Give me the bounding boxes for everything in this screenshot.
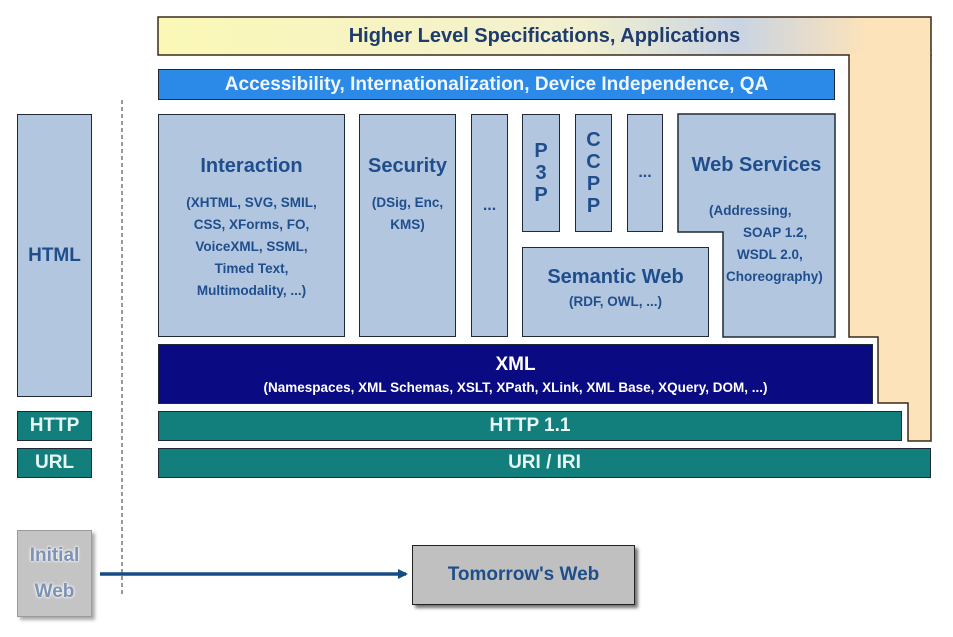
ccpp-letter: P — [586, 195, 601, 217]
uri-iri-bar: URI / IRI — [158, 448, 931, 478]
initial-web-label-line: Initial — [29, 544, 80, 566]
p3p-box: P 3 P — [522, 114, 560, 232]
ccpp-letter: C — [586, 151, 601, 173]
panel-seam — [849, 53, 931, 57]
spec-line: (DSig, Enc, — [371, 195, 444, 210]
semantic-web-specs: (RDF, OWL, ...) — [569, 293, 662, 309]
higher-level-label: Higher Level Specifications, Application… — [348, 24, 741, 47]
http11-label: HTTP 1.1 — [489, 415, 571, 436]
p3p-letter: P — [534, 140, 548, 162]
http11-bar: HTTP 1.1 — [158, 411, 902, 441]
other-specs-box-1: ... — [471, 114, 508, 337]
semantic-web-title: Semantic Web — [547, 265, 684, 288]
uri-iri-label: URI / IRI — [508, 452, 581, 473]
html-box: HTML — [17, 114, 92, 397]
spec-line: Choreography) — [726, 269, 823, 284]
security-title: Security — [368, 155, 447, 177]
spec-line: SOAP 1.2, — [743, 225, 808, 240]
web-services-specs: (Addressing, SOAP 1.2, WSDL 2.0, Choreog… — [678, 200, 835, 288]
higher-level-panel — [848, 54, 932, 442]
spec-line: CSS, XForms, FO, — [193, 217, 310, 232]
ellipsis-label: ... — [482, 196, 497, 214]
higher-level-banner-shape — [157, 16, 932, 56]
web-services-title: Web Services — [691, 154, 822, 176]
spec-line: Timed Text, — [214, 261, 289, 276]
http-box: HTTP — [17, 411, 92, 441]
accessibility-bar: Accessibility, Internationalization, Dev… — [158, 69, 835, 100]
security-specs: (DSig, Enc, KMS) — [360, 192, 455, 236]
ccpp-letter: C — [586, 129, 601, 151]
p3p-letter: 3 — [535, 162, 547, 184]
xml-bar: XML (Namespaces, XML Schemas, XSLT, XPat… — [158, 344, 873, 404]
semantic-web-box: Semantic Web (RDF, OWL, ...) — [522, 247, 709, 337]
spec-line: (XHTML, SVG, SMIL, — [186, 195, 317, 210]
http-label: HTTP — [29, 415, 80, 436]
web-services-shape — [677, 113, 836, 338]
url-label: URL — [34, 452, 75, 473]
ccpp-box: C C P P — [575, 114, 612, 232]
ccpp-letter: P — [586, 173, 601, 195]
xml-specs: (Namespaces, XML Schemas, XSLT, XPath, X… — [263, 379, 768, 395]
ellipsis-label: ... — [638, 164, 652, 181]
other-specs-box-2: ... — [627, 114, 663, 232]
spec-line: KMS) — [390, 217, 425, 232]
url-box: URL — [17, 448, 92, 478]
spec-line: VoiceXML, SSML, — [195, 239, 308, 254]
xml-title: XML — [495, 353, 536, 375]
spec-line: WSDL 2.0, — [737, 247, 803, 262]
interaction-specs: (XHTML, SVG, SMIL, CSS, XForms, FO, Voic… — [159, 192, 344, 302]
initial-web-label-line: Web — [34, 580, 75, 602]
initial-web-box: Initial Web — [17, 530, 92, 617]
spec-line: (Addressing, — [709, 203, 792, 218]
interaction-box: Interaction (XHTML, SVG, SMIL, CSS, XFor… — [158, 114, 345, 337]
accessibility-label: Accessibility, Internationalization, Dev… — [224, 73, 769, 95]
web-services-box: Web Services (Addressing, SOAP 1.2, WSDL… — [678, 114, 835, 337]
spec-line: Multimodality, ...) — [196, 283, 307, 298]
html-label: HTML — [28, 244, 81, 266]
tomorrows-web-label: Tomorrow's Web — [447, 564, 600, 585]
p3p-letter: P — [534, 184, 548, 206]
interaction-title: Interaction — [200, 155, 303, 177]
tomorrows-web-box: Tomorrow's Web — [412, 545, 635, 605]
security-box: Security (DSig, Enc, KMS) — [359, 114, 456, 337]
